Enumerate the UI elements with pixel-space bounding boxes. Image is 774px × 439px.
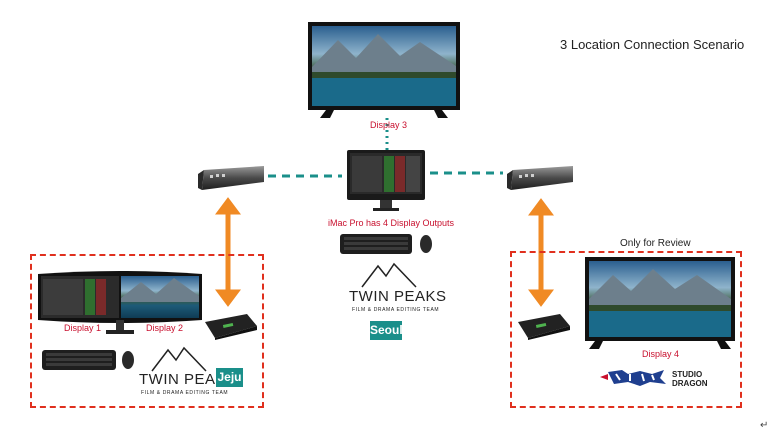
switch-icon (507, 166, 573, 190)
review-location-box (510, 251, 742, 408)
display2-label: Display 2 (146, 323, 184, 333)
display4-label: Display 4 (642, 349, 680, 359)
display3-label: Display 3 (370, 120, 408, 130)
twin-peaks-logo-sub: FILM & DRAMA EDITING TEAM (141, 390, 229, 396)
imac-icon (347, 150, 425, 211)
arrow-icon (215, 197, 241, 307)
twin-peaks-logo-text: TWIN PEAKS (349, 288, 447, 305)
studio-dragon-line1: STUDIO (672, 370, 703, 379)
jeju-location-box (30, 254, 264, 408)
twin-peaks-logo-text: TWIN PEAKS (139, 371, 237, 388)
twin-peaks-logo-sub: FILM & DRAMA EDITING TEAM (352, 307, 440, 313)
return-mark: ↵ (760, 420, 769, 431)
studio-dragon-logo-icon (600, 370, 666, 386)
tv-icon (308, 22, 460, 118)
diagram-title: 3 Location Connection Scenario (560, 37, 745, 52)
monitor-icon (38, 271, 202, 334)
keyboard-icon (42, 350, 134, 370)
studio-dragon-line2: DRAGON (672, 379, 708, 388)
jeju-badge: Jeju (216, 368, 243, 387)
seoul-badge: Seoul (370, 321, 403, 340)
twin-peaks-mountain-icon (151, 346, 207, 372)
twin-peaks-mountain-icon (361, 262, 417, 288)
mouse-icon (122, 351, 134, 369)
display1-label: Display 1 (64, 323, 102, 333)
only-review-label: Only for Review (620, 238, 691, 249)
switch-icon (198, 166, 264, 190)
imac-outputs-label: iMac Pro has 4 Display Outputs (328, 218, 455, 228)
tv-icon (585, 257, 735, 349)
keyboard-icon (340, 234, 432, 254)
mouse-icon (420, 235, 432, 253)
converter-icon (205, 314, 257, 340)
converter-icon (518, 314, 570, 340)
